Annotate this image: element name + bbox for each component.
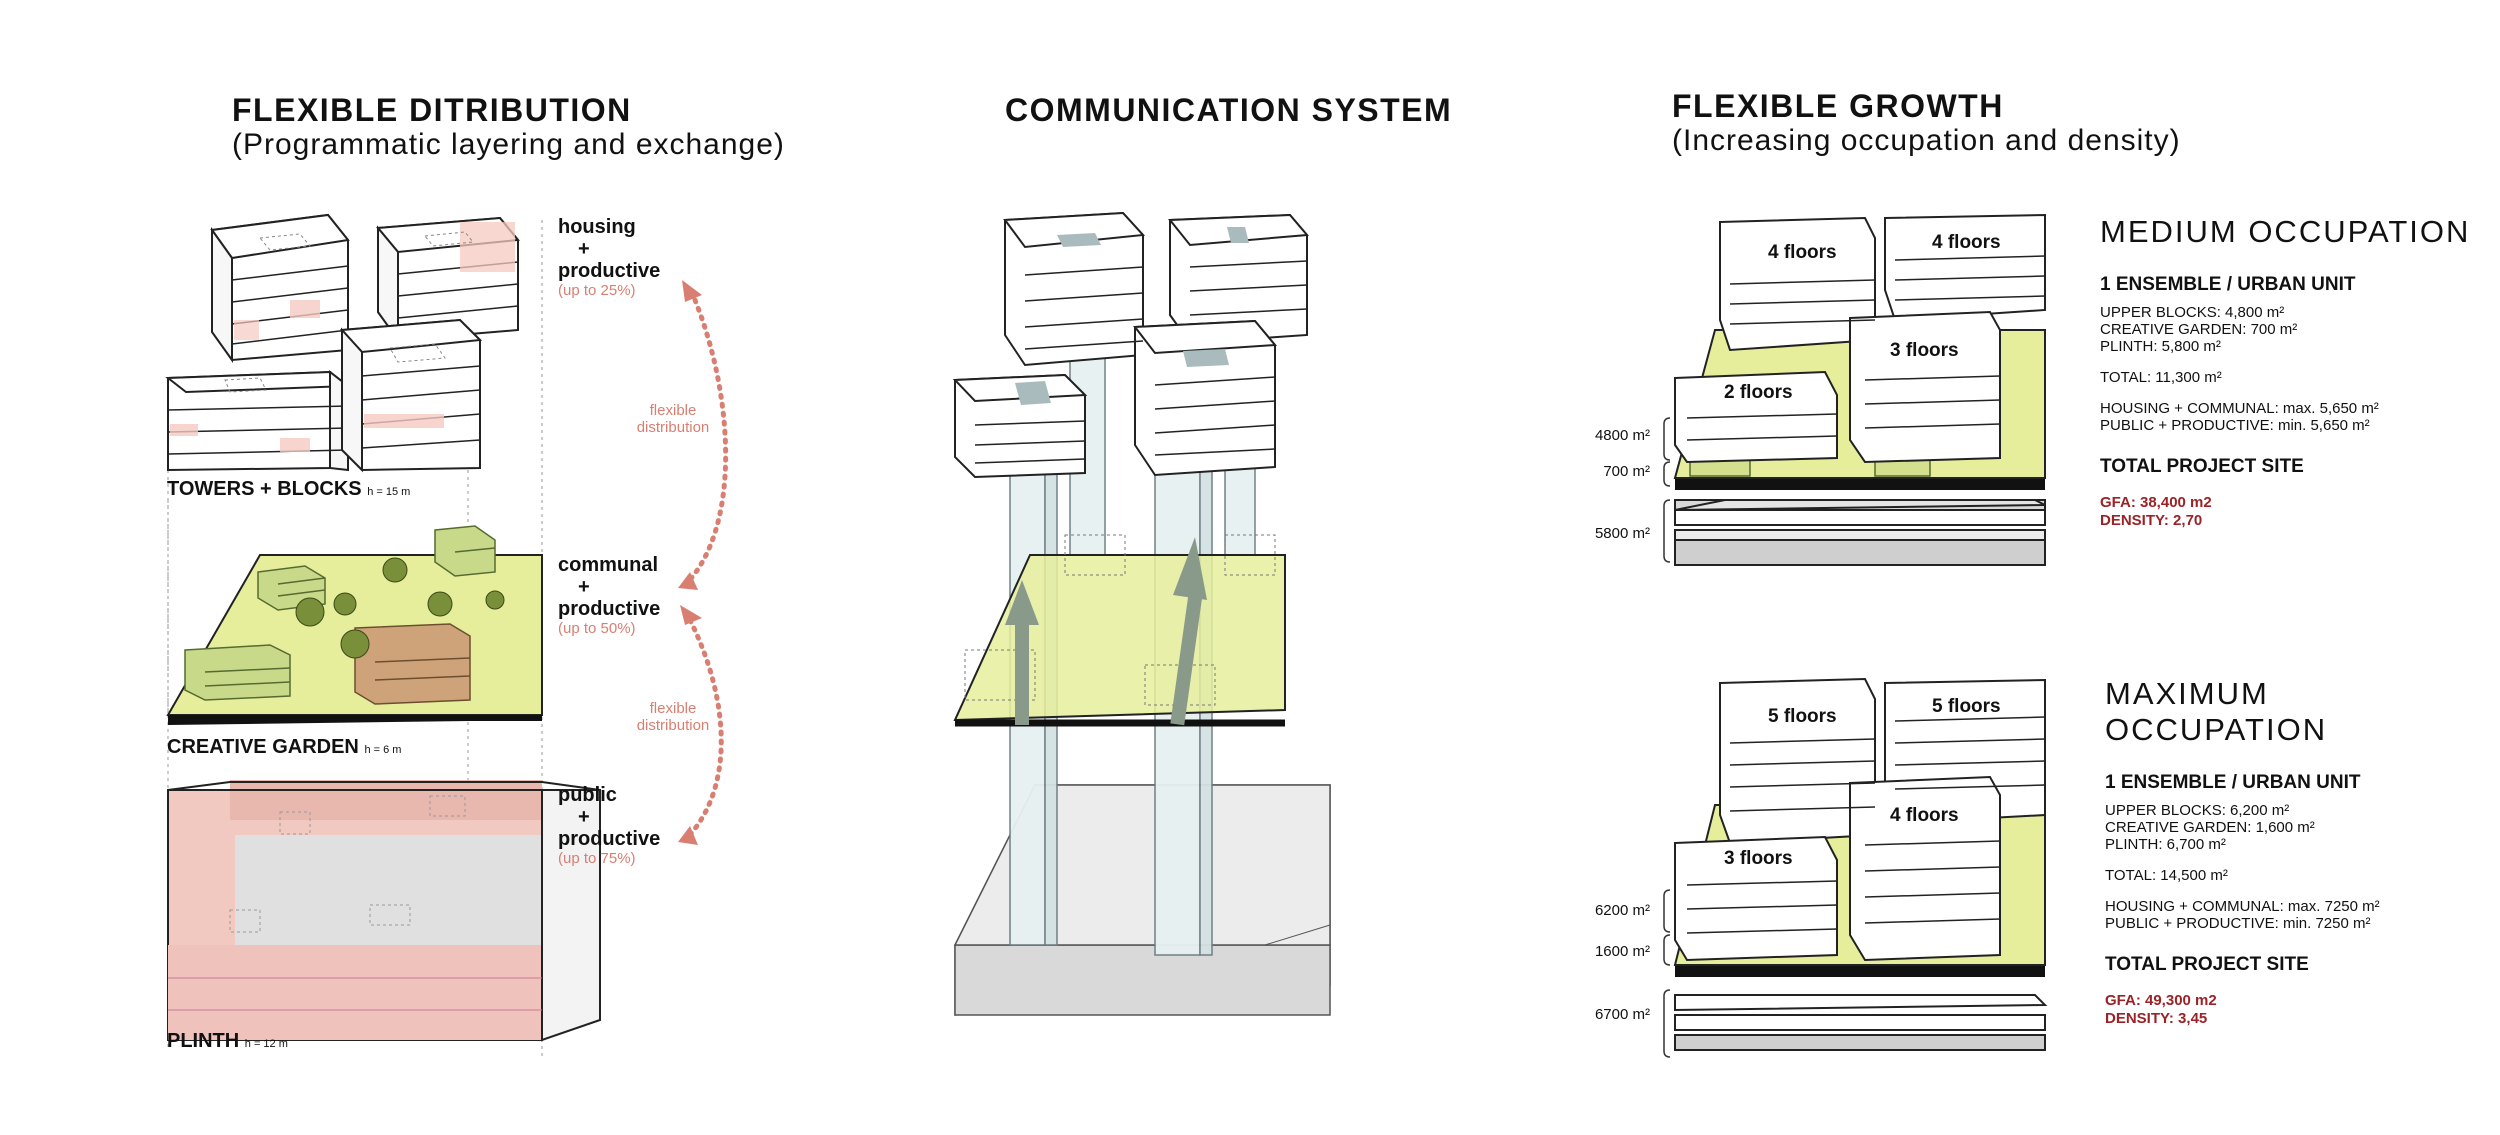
left-subtitle: (Programmatic layering and exchange) <box>232 128 785 161</box>
creative-garden-layer <box>166 500 543 725</box>
medium-floors-3: 2 floors <box>1724 382 1793 403</box>
maximum-occupation-title: MAXIMUM OCCUPATION <box>2105 676 2328 747</box>
program-public: public + productive (up to 75%) <box>558 784 661 867</box>
medium-occupation-diagram <box>1663 213 2046 566</box>
medium-floors-4: 3 floors <box>1890 340 1959 361</box>
medium-occupation-title: MEDIUM OCCUPATION <box>2100 214 2471 249</box>
middle-title: COMMUNICATION SYSTEM <box>1005 92 1453 128</box>
layer-label-garden: CREATIVE GARDEN h = 6 m <box>167 736 402 758</box>
medium-area-upper: 4800 m² <box>1594 427 1650 444</box>
max-area-plinth: 6700 m² <box>1594 1006 1650 1023</box>
layer-label-plinth: PLINTH h = 12 m <box>167 1030 288 1052</box>
communication-system-diagram <box>952 211 1331 1016</box>
layer-label-towers: TOWERS + BLOCKS h = 15 m <box>167 478 411 500</box>
max-floors-3: 3 floors <box>1724 848 1793 869</box>
max-floors-1: 5 floors <box>1768 706 1837 727</box>
max-floors-4: 4 floors <box>1890 805 1959 826</box>
maximum-occupation-info: MAXIMUM OCCUPATION 1 ENSEMBLE / URBAN UN… <box>2105 676 2490 1028</box>
medium-floors-1: 4 floors <box>1768 242 1837 263</box>
towers-blocks-layer <box>165 213 520 473</box>
max-area-garden: 1600 m² <box>1594 943 1650 960</box>
maximum-occupation-diagram <box>1663 677 2048 1058</box>
flexible-distribution-diagram <box>165 213 729 1060</box>
plinth-layer <box>167 780 601 1042</box>
medium-area-plinth: 5800 m² <box>1594 525 1650 542</box>
left-title: FLEXIBLE DITRIBUTION <box>232 92 632 128</box>
right-title: FLEXIBLE GROWTH <box>1672 88 2004 124</box>
right-subtitle: (Increasing occupation and density) <box>1672 124 2181 157</box>
medium-occupation-info: MEDIUM OCCUPATION 1 ENSEMBLE / URBAN UNI… <box>2100 214 2480 530</box>
flexible-distribution-arrows <box>678 280 729 845</box>
medium-floors-2: 4 floors <box>1932 232 2001 253</box>
medium-area-garden: 700 m² <box>1603 463 1650 480</box>
layer-height-garden: h = 6 m <box>364 744 402 756</box>
program-communal: communal + productive (up to 50%) <box>558 554 661 637</box>
max-floors-2: 5 floors <box>1932 696 2001 717</box>
max-area-upper: 6200 m² <box>1594 902 1650 919</box>
program-housing: housing + productive (up to 25%) <box>558 216 661 299</box>
layer-height-towers: h = 15 m <box>367 486 411 498</box>
layer-height-plinth: h = 12 m <box>244 1038 288 1050</box>
